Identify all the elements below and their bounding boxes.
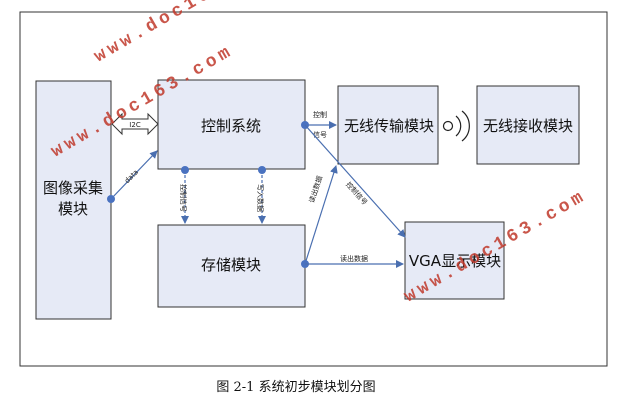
ctrl-signal-wireless-label-1: 控制 [313,110,327,119]
read-data-vertical-label: 读出数据 [307,175,324,204]
connector-dot [181,166,189,174]
figure-caption: 图 2-1 系统初步模块划分图 [216,380,375,395]
vga-label: VGA显示模块 [409,252,501,270]
write-data-label: 写入数据 [256,184,265,212]
wireless-signal-icon [442,110,470,142]
outer-frame [19,11,608,367]
i2c-bidirectional-arrow [111,112,159,136]
ctrl-signal-vga-edge [304,124,406,238]
connector-dot [258,166,266,174]
wireless-rx-box [476,85,580,165]
read-data-wireless-edge [304,165,338,265]
storage-box [157,224,306,308]
image-capture-box [35,80,112,320]
data-edge [110,150,158,200]
storage-label: 存储模块 [201,256,261,274]
i2c-label: I2C [129,121,141,129]
ctrl-signal-storage-label: 控制信号 [179,184,188,212]
vga-box [404,221,505,300]
wireless-tx-box [337,85,439,165]
connector-dot [107,195,115,203]
read-data-vga-label: 读出数据 [340,254,368,263]
wireless-tx-label: 无线传输模块 [344,117,434,135]
image-capture-label-2: 模块 [58,200,88,218]
ctrl-signal-wireless-label-2: 信号 [313,130,327,139]
control-system-box [157,79,306,170]
control-system-label: 控制系统 [201,117,261,135]
wireless-rx-label: 无线接收模块 [483,117,573,135]
watermark: www.doc163.com [91,0,280,67]
image-capture-label-1: 图像采集 [43,179,103,197]
